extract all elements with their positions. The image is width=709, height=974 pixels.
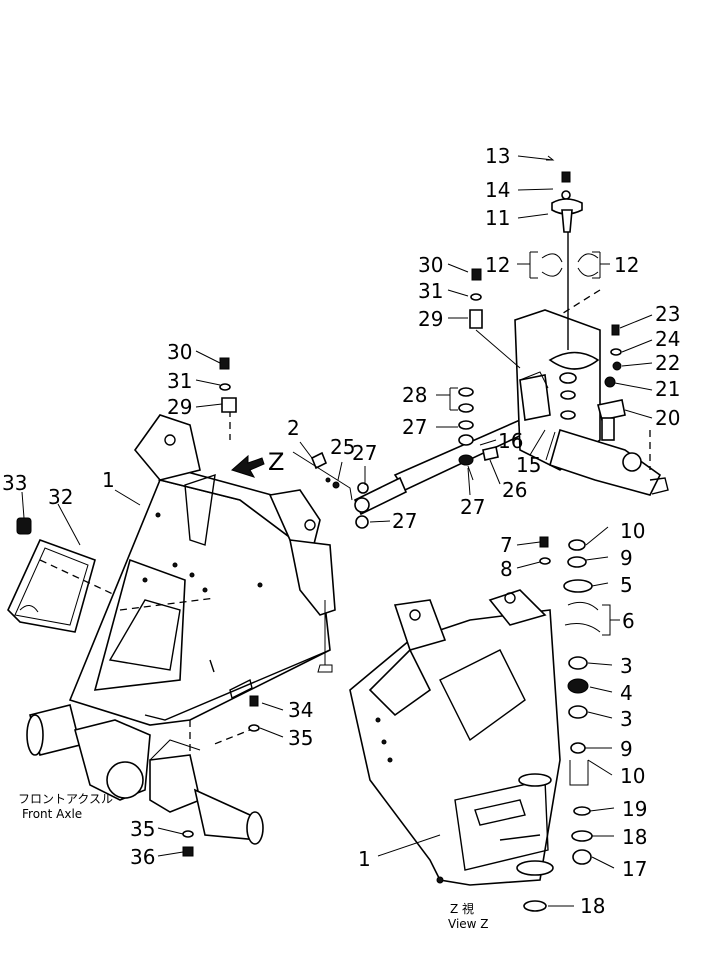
view-marker-z: Z	[268, 448, 284, 476]
callout-23: 23	[655, 302, 680, 326]
callout-18-bottom: 18	[580, 894, 605, 918]
bearing-stack	[523, 536, 601, 912]
callout-28: 28	[402, 383, 427, 407]
callout-11: 11	[485, 206, 510, 230]
view-arrow	[231, 454, 265, 478]
callout-35-upper: 35	[288, 726, 313, 750]
callout-30-right: 30	[418, 253, 443, 277]
callout-3-top: 3	[620, 654, 633, 678]
callout-27-bottom: 27	[392, 509, 417, 533]
callout-5: 5	[620, 573, 633, 597]
callout-30-left: 30	[167, 340, 192, 364]
callout-labels: 13 14 11 12 12 30 31 29 23 24 22 21 20 2…	[2, 144, 680, 918]
callout-3-bottom: 3	[620, 707, 633, 731]
callout-8: 8	[500, 557, 513, 581]
callout-7: 7	[500, 533, 513, 557]
callout-29-right: 29	[418, 307, 443, 331]
callout-21: 21	[655, 377, 680, 401]
front-frame-left	[68, 414, 336, 726]
callout-32: 32	[48, 485, 73, 509]
callout-6: 6	[622, 609, 635, 633]
callout-31-left: 31	[167, 369, 192, 393]
bolt-group-left	[182, 357, 369, 857]
bolt-33	[16, 517, 32, 535]
callout-27-mid: 27	[352, 441, 377, 465]
callout-17: 17	[622, 857, 647, 881]
callout-4: 4	[620, 681, 633, 705]
callout-27-lower: 27	[460, 495, 485, 519]
callout-10-bottom: 10	[620, 764, 645, 788]
callout-19: 19	[622, 797, 647, 821]
callout-1-right: 1	[358, 847, 371, 871]
view-z-label-jp: Z 視	[450, 901, 474, 916]
callout-9-bottom: 9	[620, 737, 633, 761]
callout-12-left: 12	[485, 253, 510, 277]
view-z-label-en: View Z	[448, 917, 489, 931]
callout-29-left: 29	[167, 395, 192, 419]
callout-16: 16	[498, 429, 523, 453]
callout-12-right: 12	[614, 253, 639, 277]
front-axle-label-jp: フロントアクスル	[18, 792, 113, 806]
callout-33: 33	[2, 471, 27, 495]
callout-1-left: 1	[102, 468, 115, 492]
side-cover	[7, 538, 96, 633]
callout-10-top: 10	[620, 519, 645, 543]
callout-15: 15	[516, 453, 541, 477]
callout-20: 20	[655, 406, 680, 430]
callout-26: 26	[502, 478, 527, 502]
leader-lines	[21, 155, 653, 907]
callout-27-top: 27	[402, 415, 427, 439]
callout-25: 25	[330, 435, 355, 459]
callout-31-right: 31	[418, 279, 443, 303]
upper-bracket	[458, 171, 669, 496]
callout-35-lower: 35	[130, 817, 155, 841]
callout-2: 2	[287, 416, 300, 440]
front-axle-label-en: Front Axle	[22, 807, 82, 821]
callout-13: 13	[485, 144, 510, 168]
callout-24: 24	[655, 327, 680, 351]
callout-9-top: 9	[620, 546, 633, 570]
front-axle	[26, 704, 264, 845]
callout-18-top: 18	[622, 825, 647, 849]
rear-frame-right	[349, 589, 561, 886]
callout-34: 34	[288, 698, 313, 722]
callout-14: 14	[485, 178, 510, 202]
callout-22: 22	[655, 351, 680, 375]
callout-36: 36	[130, 845, 155, 869]
